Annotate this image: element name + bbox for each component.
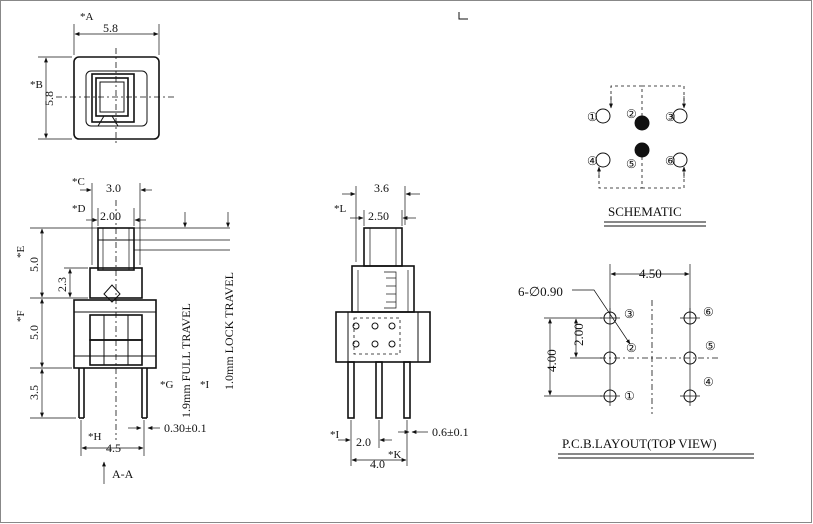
schematic-pin-5 [634,142,650,158]
dim-e-value: 5.0 [27,257,41,272]
dim-k-label: *K [388,449,402,461]
dim-a-value: 5.8 [103,21,118,35]
pcb-dim-y-small: 2.00 [571,323,586,346]
lock-travel-text: 1.0mm LOCK TRAVEL [222,272,236,390]
dim-d-label: *D [72,203,86,215]
schematic-label-3: ③ [665,110,676,124]
dim-c-label: *C [72,176,85,188]
dim-f-value: 5.0 [27,325,41,340]
pcb-hole-spec: 6-∅0.90 [518,284,563,299]
dim-23-value: 2.3 [55,277,69,292]
schematic-pin-1 [595,108,611,124]
schematic-pin-6 [672,152,688,168]
pcb-label-2: ② [626,341,637,355]
section-label: A-A [112,467,134,481]
side-dim-i-label: *I [330,429,340,441]
dim-l-value: 2.50 [368,209,389,223]
dim-b-value: 5.8 [42,91,56,106]
pcb-dim-x: 4.50 [639,266,662,281]
dim-e-label: *E [15,246,27,259]
schematic-label-5: ⑤ [626,157,637,171]
dim-36-value: 3.6 [374,181,389,195]
schematic-pin-3 [672,108,688,124]
dim-f-label: *F [15,310,27,322]
pcb-title: P.C.B.LAYOUT(TOP VIEW) [562,436,717,451]
pcb-layout [544,264,754,459]
schematic-diagram [595,85,706,227]
pcb-dim-y-large: 4.00 [544,349,559,372]
dim-d-value: 2.00 [100,209,121,223]
top-view [38,24,175,146]
dim-pitch-value: 2.0 [356,435,371,449]
schematic-pin-4 [595,152,611,168]
pcb-label-5: ⑤ [705,339,716,353]
side-view [335,186,431,466]
schematic-label-1: ① [587,110,598,124]
corner-mark [458,12,468,20]
dim-h-value: 4.5 [106,441,121,455]
side-pin-thickness: 0.6±0.1 [432,425,469,439]
pcb-label-3: ③ [624,307,635,321]
dim-k-value: 4.0 [370,457,385,471]
full-travel-text: 1.9mm FULL TRAVEL [179,303,193,418]
dim-h-label: *H [88,431,102,443]
schematic-label-6: ⑥ [665,154,676,168]
pcb-label-1: ① [624,389,635,403]
pcb-label-4: ④ [703,375,714,389]
dim-35-value: 3.5 [27,385,41,400]
front-view [30,183,230,484]
dim-b-label: *B [30,79,43,91]
schematic-label-2: ② [626,107,637,121]
dim-c-value: 3.0 [106,181,121,195]
schematic-label-4: ④ [587,154,598,168]
schematic-title: SCHEMATIC [608,204,682,219]
dim-l-label: *L [334,203,347,215]
pcb-label-6: ⑥ [703,305,714,319]
pin-thickness: 0.30±0.1 [164,421,207,435]
dim-a-label: *A [80,11,94,23]
dim-g-label: *G [160,379,174,391]
schematic-pin-2 [634,115,650,131]
dim-i-label: *I [200,379,210,391]
